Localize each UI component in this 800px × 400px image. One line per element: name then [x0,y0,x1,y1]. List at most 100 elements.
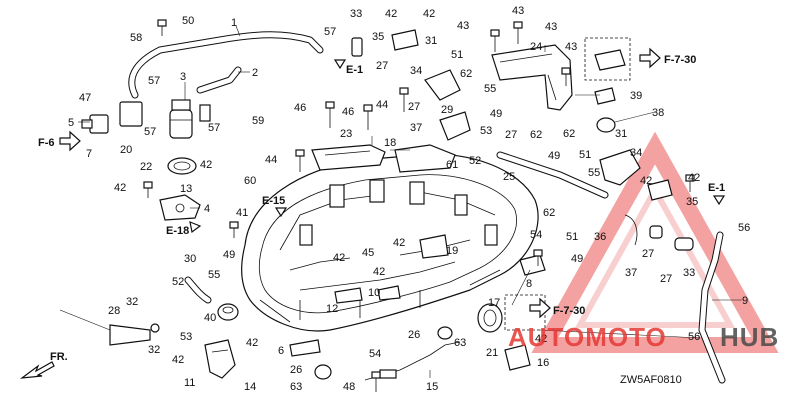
front-label: FR. [50,351,68,363]
callout-59: 59 [252,115,264,127]
callout-12: 12 [326,303,338,315]
callout-26b: 26 [290,364,302,376]
callout-36: 36 [594,231,606,243]
fuel-filter-3 [169,99,193,139]
callout-49c: 49 [548,150,560,162]
callout-46b: 46 [342,106,354,118]
callout-44b: 44 [265,154,277,166]
callout-24: 24 [530,41,542,53]
callout-17: 17 [488,297,500,309]
callout-22: 22 [140,161,152,173]
callout-8: 8 [526,278,532,290]
arrow-e15 [274,207,288,218]
callout-27a: 27 [376,60,388,72]
callout-54b: 54 [530,229,542,241]
callout-23: 23 [340,128,352,140]
callout-61: 61 [446,159,458,171]
leader-lines [59,25,742,378]
callout-42g: 42 [393,237,405,249]
callout-51a: 51 [451,49,463,61]
callout-62c: 62 [563,128,575,140]
callout-32b: 32 [148,344,160,356]
arrow-e18 [189,221,202,234]
clip-36 [624,214,638,246]
callout-26: 26 [408,329,420,341]
callout-35b: 35 [686,196,698,208]
arrow-e1-right [712,195,726,206]
callout-37b: 37 [625,267,637,279]
callout-numbers: 1 2 3 4 5 6 7 8 9 10 11 12 13 14 15 16 1… [68,5,750,393]
lever-34 [424,69,461,101]
callout-60: 60 [244,175,256,187]
callout-42j: 42 [535,333,547,345]
callout-42k: 42 [688,172,700,184]
latch-11 [204,339,236,379]
callout-38: 38 [652,107,664,119]
callout-54a: 54 [369,348,381,360]
callout-43a: 43 [457,20,469,32]
ref-e1-left: E-1 [346,64,363,76]
rod-25 [496,151,609,199]
watermark-text-left: AUTOMOTO [508,322,667,352]
part-33 [674,237,694,251]
handle-28 [109,323,160,346]
callout-10: 10 [368,287,380,299]
callout-45: 45 [362,247,374,259]
callout-9: 9 [742,295,748,307]
callout-7: 7 [86,148,92,160]
callout-31a: 31 [425,35,437,47]
callout-33b: 33 [683,267,695,279]
callout-42i: 42 [246,337,258,349]
callout-2: 2 [252,67,258,79]
callout-13: 13 [180,183,192,195]
callout-55a: 55 [208,269,220,281]
latch-10 [377,285,401,301]
bracket-19 [419,234,449,259]
callout-42c: 42 [200,159,212,171]
callout-57d: 57 [208,122,220,134]
callout-62b: 62 [530,129,542,141]
callout-57b: 57 [324,26,336,38]
clip-35 [647,179,673,201]
callout-63b: 63 [290,381,302,393]
callout-16: 16 [537,357,549,369]
front-arrow-icon [19,361,55,379]
arrow-f7-30-bottom [529,297,551,319]
callout-25: 25 [503,171,515,183]
part-8 [519,254,546,276]
diagram-code: ZW5AF0810 [620,374,682,386]
callout-42h: 42 [172,354,184,366]
callout-56b: 56 [688,331,700,343]
callout-53b: 53 [480,125,492,137]
callout-15: 15 [426,381,438,393]
arrow-f7-30-top [639,47,661,69]
callout-35a: 35 [372,31,384,43]
callout-49d: 49 [571,253,583,265]
callout-21: 21 [486,347,498,359]
callout-27d: 27 [642,248,654,260]
callout-42b: 42 [423,8,435,20]
callout-30: 30 [184,253,196,265]
callout-48: 48 [343,381,355,393]
callout-51c: 51 [566,231,578,243]
callout-63a: 63 [454,337,466,349]
callout-57a: 57 [148,75,160,87]
part-17 [477,303,503,333]
part-39 [594,87,616,105]
grommet-40 [217,303,239,321]
callout-46a: 46 [294,102,306,114]
hose-2 [196,66,242,94]
callout-32a: 32 [126,296,138,308]
callout-52b: 52 [469,155,481,167]
lower-cover-body [241,153,539,332]
callout-19: 19 [446,245,458,257]
callout-34b: 34 [630,147,642,159]
callout-27e: 27 [660,273,672,285]
grommet-22 [167,157,197,175]
bolts [143,19,695,392]
part-27 [649,225,663,239]
callout-50: 50 [182,15,194,27]
hose-1 [128,31,324,99]
watermark-text-right: HUB [720,322,779,352]
